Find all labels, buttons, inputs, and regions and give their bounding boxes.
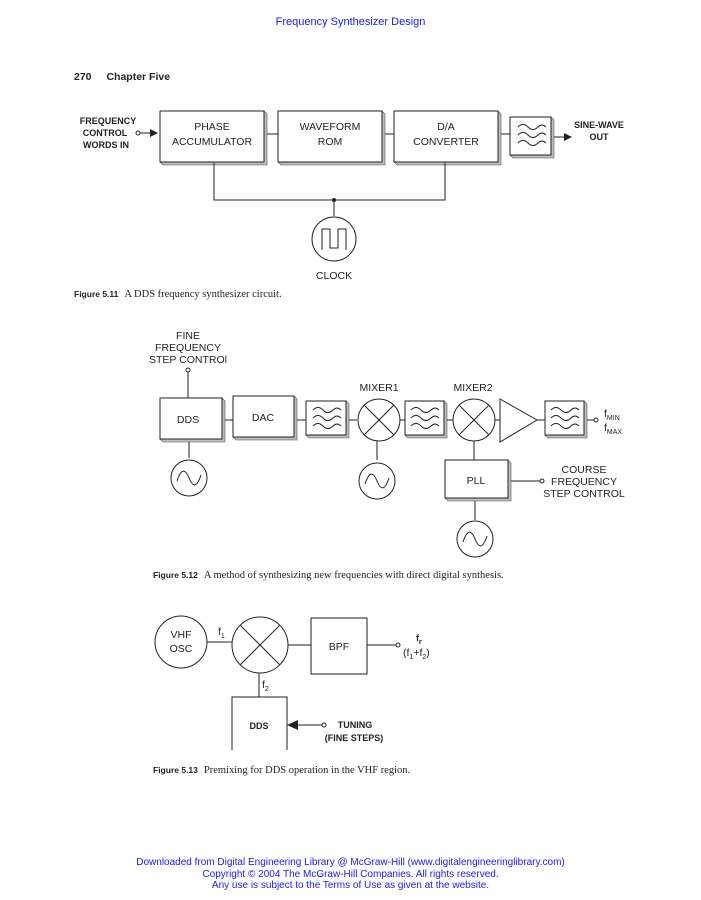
figure-5-12-diagram: FINE FREQUENCY STEP CONTROl DDS DAC MIXE… — [149, 330, 625, 558]
footer-copyright[interactable]: Copyright © 2004 The McGraw-Hill Compani… — [202, 868, 499, 880]
vhf-oscillator: VHF OSC — [154, 615, 208, 669]
dds-block: DDS — [231, 696, 288, 750]
clock-label: CLOCK — [316, 270, 352, 282]
svg-text:D/A: D/A — [437, 121, 455, 133]
lowpass-filter-icon — [305, 400, 350, 439]
svg-text:WAVEFORM: WAVEFORM — [300, 121, 361, 133]
dds-block: DDS — [159, 397, 226, 443]
svg-text:BPF: BPF — [329, 641, 349, 653]
footer: Downloaded from Digital Engineering Libr… — [0, 857, 701, 892]
mixer1-label: MIXER1 — [359, 382, 398, 394]
sine-oscillator-icon — [358, 462, 396, 500]
svg-text:VHF: VHF — [171, 629, 192, 641]
waveform-rom-block: WAVEFORM ROM — [277, 110, 386, 166]
phase-accumulator-block: PHASE ACCUMULATOR — [159, 110, 268, 166]
output-formula: (f1+f2) — [403, 647, 430, 661]
fine-control-label-1: FINE — [176, 330, 200, 342]
fine-control-label-3: STEP CONTROl — [149, 354, 227, 366]
input-label-line3: WORDS IN — [83, 140, 129, 150]
svg-text:PHASE: PHASE — [194, 121, 230, 133]
course-control-label-3: STEP CONTROL — [543, 488, 625, 500]
dac-block: DAC — [232, 395, 298, 441]
amplifier-triangle-icon — [499, 398, 538, 443]
mixer2-label: MIXER2 — [453, 382, 492, 394]
mixer1-icon — [357, 398, 401, 442]
output-label-line1: SINE-WAVE — [574, 120, 624, 130]
lowpass-filter-icon — [544, 400, 588, 439]
f1-label: f1 — [218, 626, 225, 640]
running-head[interactable]: Frequency Synthesizer Design — [275, 16, 426, 28]
svg-text:DDS: DDS — [177, 414, 199, 426]
output-fmin-label: fMIN — [604, 408, 620, 422]
sine-oscillator-icon — [456, 520, 494, 558]
tuning-label-2: (FINE STEPS) — [325, 733, 384, 743]
page-number: 270 — [74, 71, 92, 83]
mixer-x-icon — [231, 616, 289, 674]
course-control-label-2: FREQUENCY — [551, 476, 617, 488]
output-label-line2: OUT — [590, 132, 610, 142]
fine-control-label-2: FREQUENCY — [155, 342, 221, 354]
chapter-title: Chapter Five — [106, 71, 171, 83]
svg-text:ACCUMULATOR: ACCUMULATOR — [172, 136, 253, 148]
output-fmax-label: fMAX — [604, 422, 622, 436]
f2-label: f2 — [262, 679, 269, 693]
arrow-icon — [287, 720, 298, 730]
sine-oscillator-icon — [170, 459, 208, 497]
footer-terms[interactable]: Any use is subject to the Terms of Use a… — [211, 880, 490, 891]
tuning-label-1: TUNING — [338, 720, 373, 730]
svg-text:OSC: OSC — [170, 643, 193, 655]
square-wave-clock-icon — [311, 216, 357, 262]
arrow-icon — [564, 133, 572, 141]
svg-text:DAC: DAC — [252, 412, 275, 424]
mixer2-icon — [452, 398, 496, 442]
pll-block: PLL — [444, 459, 512, 502]
input-terminal — [135, 130, 141, 136]
bpf-block: BPF — [310, 617, 368, 675]
svg-text:CONVERTER: CONVERTER — [413, 136, 479, 148]
svg-text:ROM: ROM — [318, 136, 343, 148]
input-label-line1: FREQUENCY — [80, 116, 137, 126]
figure-5-13-diagram: VHF OSC f1 BPF fr (f1+f2) f2 DDS TUNING … — [154, 615, 430, 750]
figure-5-11-diagram: FREQUENCY CONTROL WORDS IN PHASE ACCUMUL… — [80, 110, 624, 282]
output-fr-label: fr — [416, 633, 422, 646]
course-control-label-1: COURSE — [562, 464, 607, 476]
svg-text:DDS: DDS — [249, 721, 268, 731]
svg-text:PLL: PLL — [467, 475, 486, 487]
lowpass-filter-icon — [509, 116, 555, 159]
page-header: 270 Chapter Five — [74, 71, 170, 83]
input-label-line2: CONTROL — [83, 128, 128, 138]
arrow-icon — [150, 129, 158, 137]
da-converter-block: D/A CONVERTER — [393, 110, 502, 166]
footer-download-link[interactable]: Downloaded from Digital Engineering Libr… — [136, 857, 565, 868]
lowpass-filter-icon — [404, 400, 448, 439]
